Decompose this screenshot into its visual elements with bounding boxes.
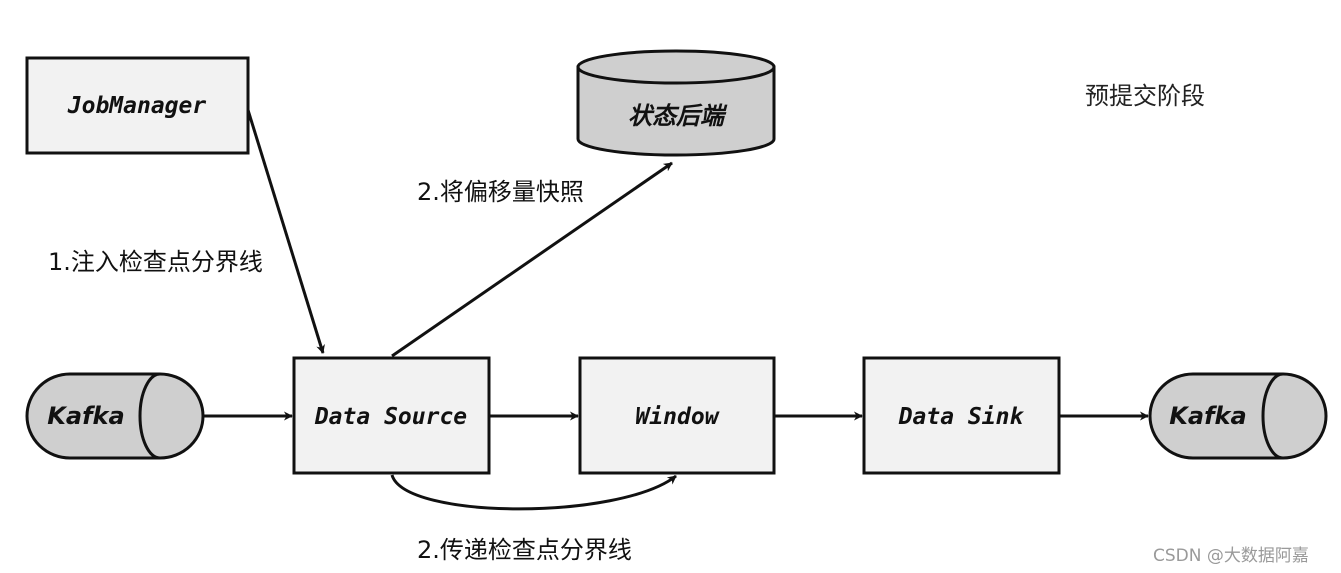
kafka-input-label: Kafka	[47, 402, 124, 430]
edge-source-to-state-backend	[391, 161, 673, 358]
data-source-node: Data Source	[292, 356, 491, 475]
state-backend-store: 状态后端	[576, 49, 776, 157]
edges	[203, 109, 1149, 511]
job-manager-label: JobManager	[67, 93, 207, 119]
kafka-output-label: Kafka	[1169, 402, 1246, 430]
pass-barrier-label: 2.传递检查点分界线	[417, 536, 632, 564]
kafka-output-store: Kafka	[1148, 372, 1328, 460]
edge-barrier-source-to-window	[390, 474, 677, 511]
stage-label: 预提交阶段	[1085, 82, 1205, 110]
job-manager-node: JobManager	[25, 56, 250, 155]
window-label: Window	[635, 404, 719, 430]
data-source-label: Data Source	[314, 404, 467, 430]
csdn-watermark: CSDN @大数据阿嘉	[1153, 546, 1309, 566]
snapshot-offset-label: 2.将偏移量快照	[417, 178, 584, 206]
data-sink-node: Data Sink	[862, 356, 1061, 475]
window-node: Window	[578, 356, 776, 475]
inject-barrier-label: 1.注入检查点分界线	[48, 248, 263, 276]
edge-jobmanager-to-source	[246, 109, 325, 354]
state-backend-label: 状态后端	[628, 102, 728, 130]
kafka-input-store: Kafka	[25, 372, 205, 460]
data-sink-label: Data Sink	[898, 404, 1025, 430]
